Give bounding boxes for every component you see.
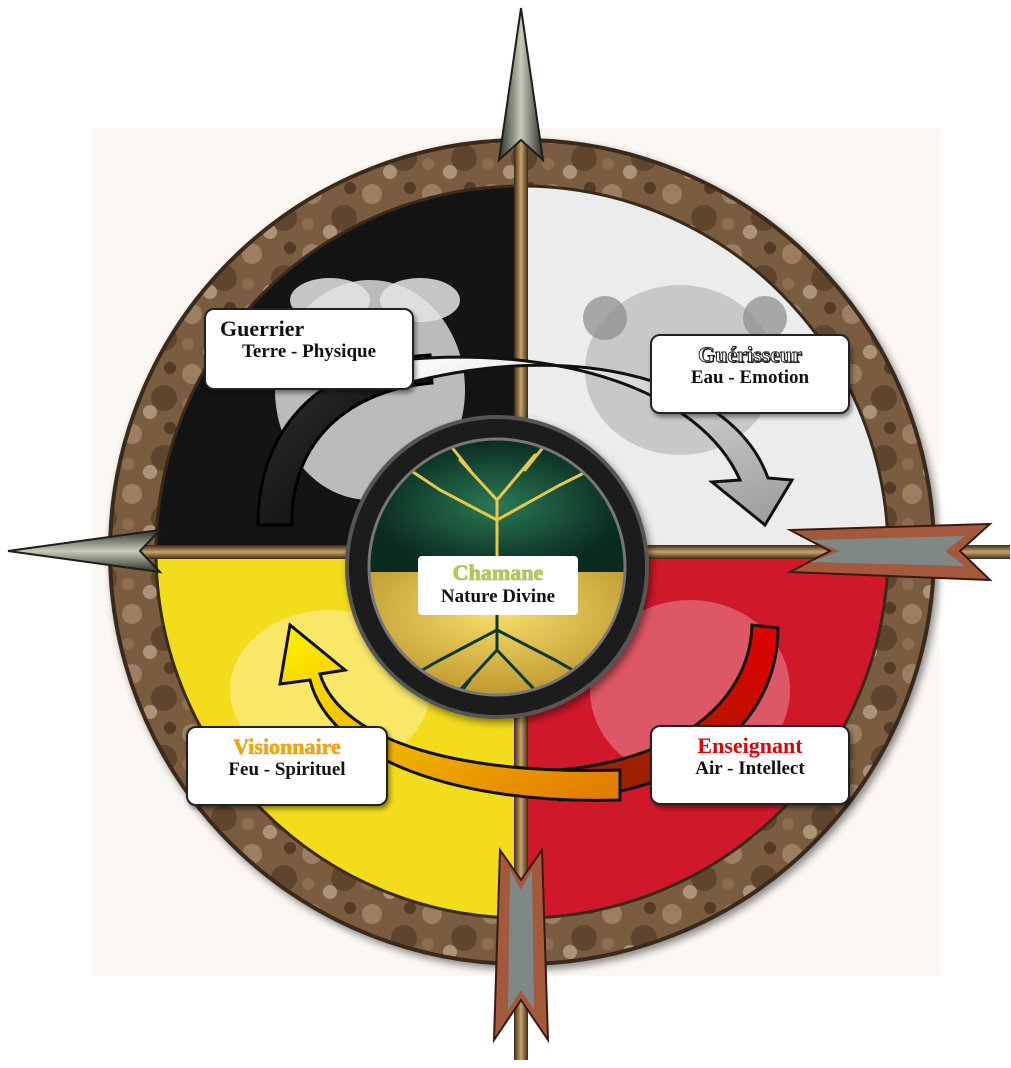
visionnaire-subtitle: Feu - Spirituel bbox=[198, 759, 376, 781]
visionnaire-role: Visionnaire bbox=[198, 734, 376, 759]
enseignant-subtitle: Air - Intellect bbox=[662, 758, 838, 780]
guerrier-role: Guerrier bbox=[216, 316, 402, 341]
guerisseur-subtitle: Eau - Emotion bbox=[662, 367, 838, 389]
label-guerisseur: Guérisseur Eau - Emotion bbox=[650, 334, 850, 414]
label-visionnaire: Visionnaire Feu - Spirituel bbox=[186, 726, 388, 806]
enseignant-role: Enseignant bbox=[662, 733, 838, 758]
guerrier-subtitle: Terre - Physique bbox=[216, 341, 402, 363]
center-label: Chamane Nature Divine bbox=[418, 556, 578, 615]
center-subtitle: Nature Divine bbox=[428, 586, 568, 609]
west-arrowhead bbox=[8, 530, 160, 572]
north-arrowhead bbox=[499, 8, 543, 160]
center-role: Chamane bbox=[428, 560, 568, 586]
label-guerrier: Guerrier Terre - Physique bbox=[204, 308, 414, 390]
label-enseignant: Enseignant Air - Intellect bbox=[650, 725, 850, 805]
guerisseur-role: Guérisseur bbox=[662, 342, 838, 367]
